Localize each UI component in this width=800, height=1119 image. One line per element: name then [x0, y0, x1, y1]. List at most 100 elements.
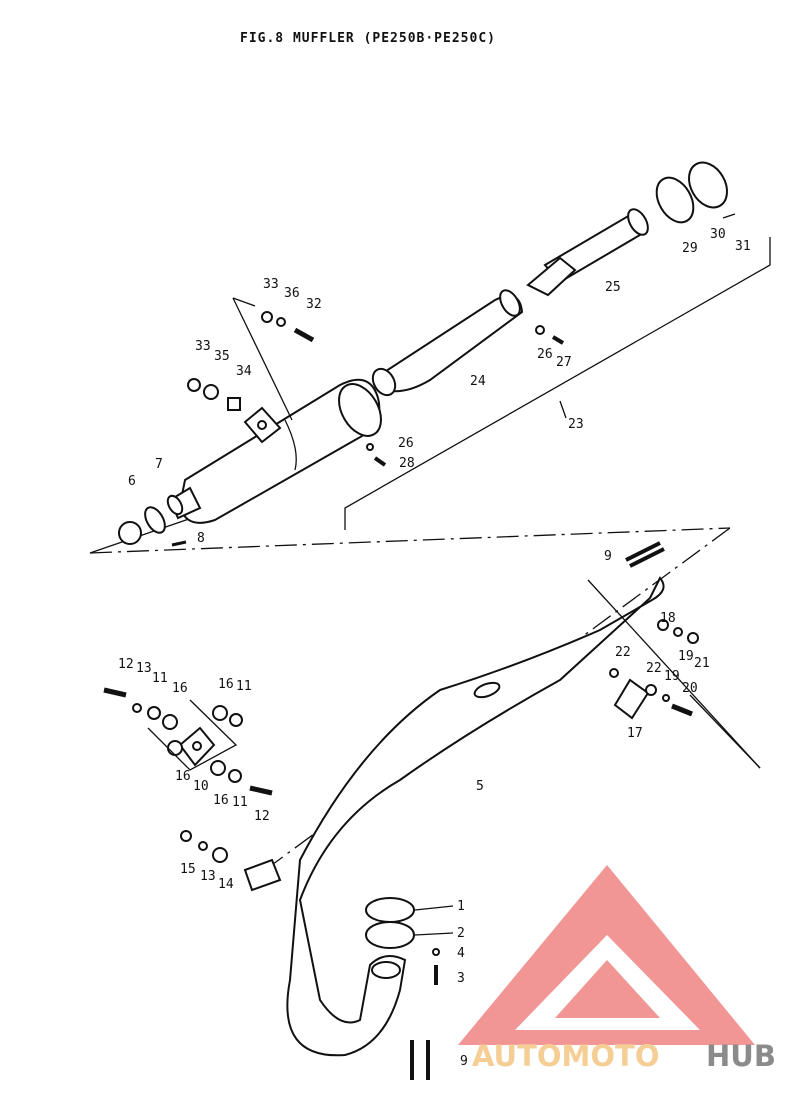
logo-text-automoto: AUTOMOTO	[472, 1039, 659, 1073]
part-label-p34: 34	[236, 364, 252, 379]
part-label-p20: 20	[682, 681, 698, 696]
bracket-10	[178, 726, 216, 767]
gasket-6	[118, 521, 142, 545]
ring-29	[655, 176, 695, 224]
ring-7	[144, 506, 166, 534]
logo-mark-core	[555, 960, 660, 1018]
part-label-p9b: 9	[460, 1054, 468, 1069]
part-label-p22a: 22	[615, 645, 631, 660]
part-label-p28: 28	[399, 456, 415, 471]
logo-text-hub: HUB	[706, 1039, 776, 1073]
nut-33-lower	[187, 378, 201, 392]
part-label-p16d: 16	[213, 793, 229, 808]
leader-33-36	[232, 297, 293, 421]
washer-11-a	[147, 706, 161, 720]
part-label-p35: 35	[214, 349, 230, 364]
part-label-p15: 15	[180, 862, 196, 877]
grommet-16-a	[162, 714, 178, 730]
part-label-p30: 30	[710, 227, 726, 242]
part-label-p22b: 22	[646, 661, 662, 676]
part-label-p17: 17	[627, 726, 643, 741]
part-label-p14: 14	[218, 877, 234, 892]
part-label-p27: 27	[556, 355, 572, 370]
gasket-1	[365, 897, 415, 923]
part-label-p24: 24	[470, 374, 486, 389]
part-label-p32: 32	[306, 297, 322, 312]
washer-26-upper	[535, 325, 545, 335]
washer-11-c	[228, 769, 242, 783]
part-label-p11a: 11	[152, 671, 168, 686]
grommet-16-d	[210, 760, 226, 776]
washer-11-b	[229, 713, 243, 727]
washer-22-a	[609, 668, 619, 678]
part-label-p26b: 26	[398, 436, 414, 451]
washer-26-lower	[366, 443, 374, 451]
center-line-upper	[89, 527, 731, 554]
leader-hanger	[587, 579, 761, 769]
part-label-p13b: 13	[200, 869, 216, 884]
inner-core-24	[371, 289, 524, 397]
part-label-p36: 36	[284, 286, 300, 301]
part-label-p18: 18	[660, 611, 676, 626]
part-label-p33a: 33	[263, 277, 279, 292]
part-label-p25: 25	[605, 280, 621, 295]
assembly-bracket-23	[344, 237, 771, 530]
washer-13-lower	[198, 841, 208, 851]
washer-33-upper	[261, 311, 273, 323]
screw-27	[551, 335, 565, 345]
washer-19-b	[662, 694, 670, 702]
part-label-p11b: 11	[236, 679, 252, 694]
washer-14	[212, 847, 228, 863]
part-label-p10: 10	[193, 779, 209, 794]
bolt-12-lower	[249, 785, 273, 796]
washer-18	[657, 619, 669, 631]
part-label-p29: 29	[682, 241, 698, 256]
leader-bracket-10	[147, 699, 238, 771]
bolt-12-upper	[103, 687, 127, 698]
part-label-p31: 31	[735, 239, 751, 254]
part-label-p5: 5	[476, 779, 484, 794]
leader-hanger-b	[689, 694, 761, 769]
bolt-32	[293, 327, 315, 343]
leader-1	[414, 905, 454, 911]
part-label-p1: 1	[457, 899, 465, 914]
part-label-p7: 7	[155, 457, 163, 472]
part-label-p19b: 19	[664, 669, 680, 684]
grommet-16-c	[167, 740, 183, 756]
part-label-p2: 2	[457, 926, 465, 941]
grommet-16-b	[212, 705, 228, 721]
automotohub-logo: AUTOMOTO HUB	[458, 865, 776, 1073]
part-label-p16c: 16	[175, 769, 191, 784]
part-label-p4: 4	[457, 946, 465, 961]
bolt-20	[671, 703, 693, 717]
exhaust-pipe-5	[243, 576, 665, 1057]
part-label-p12a: 12	[118, 657, 134, 672]
nut-15	[180, 830, 192, 842]
flange-2	[365, 921, 415, 949]
part-label-p3: 3	[457, 971, 465, 986]
washer-22-b	[645, 684, 657, 696]
part-label-p16a: 16	[172, 681, 188, 696]
screw-28	[373, 456, 387, 467]
part-label-p13a: 13	[136, 661, 152, 676]
nut-21	[687, 632, 699, 644]
leader-2	[414, 932, 454, 936]
collar-34	[227, 397, 241, 411]
washer-36	[276, 317, 286, 327]
spring-9-lower	[410, 1040, 430, 1080]
part-label-p16b: 16	[218, 677, 234, 692]
spring-9-upper	[625, 541, 665, 568]
grommet-35	[203, 384, 219, 400]
nut-4	[432, 948, 440, 956]
part-label-p8: 8	[197, 531, 205, 546]
clamp-30	[688, 161, 728, 209]
part-label-p19a: 19	[678, 649, 694, 664]
figure-title: FIG.8 MUFFLER (PE250B·PE250C)	[240, 31, 496, 46]
washer-19-a	[673, 627, 683, 637]
washer-13-upper	[132, 703, 142, 713]
screw-31	[722, 213, 736, 219]
part-label-p6: 6	[128, 474, 136, 489]
